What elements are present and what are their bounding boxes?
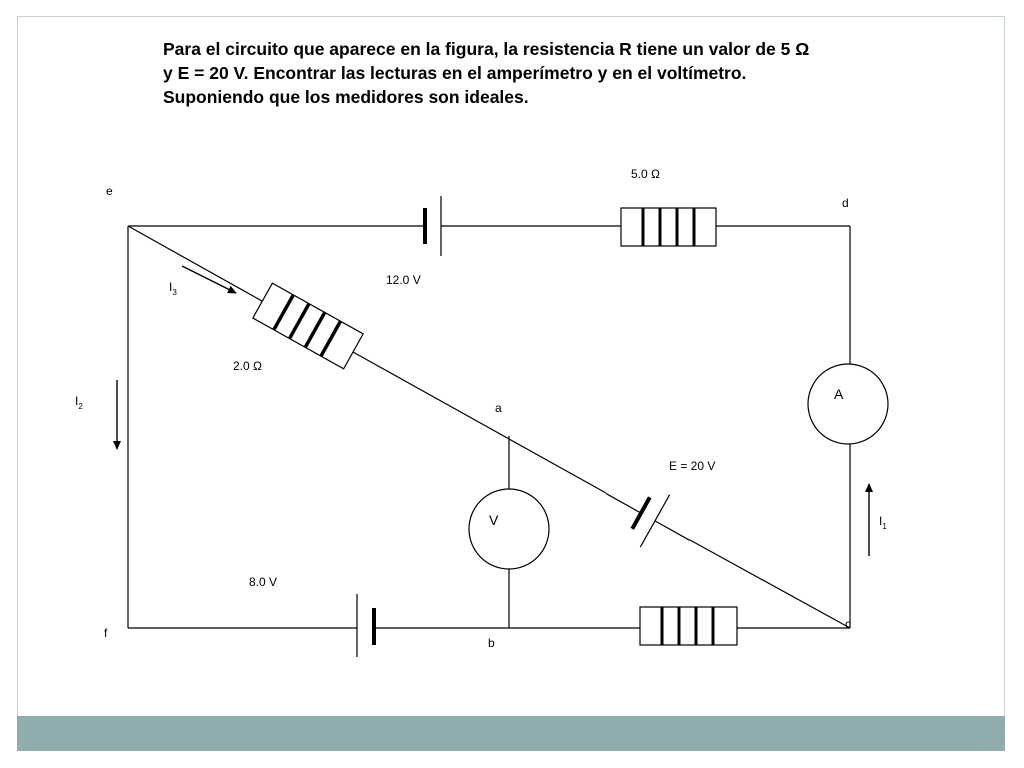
resistor-top — [620, 207, 717, 247]
label-resistor-diag: 2.0 Ω — [233, 359, 262, 373]
voltmeter-circle — [468, 488, 550, 570]
node-label-e: e — [106, 184, 113, 198]
ammeter-circle — [807, 363, 889, 445]
resistor-bottom-body — [639, 606, 738, 646]
resistor-diag — [252, 282, 364, 370]
battery-top — [423, 196, 442, 256]
footer-bar — [17, 716, 1005, 751]
current-arrows — [113, 265, 873, 556]
label-battery-top: 12.0 V — [386, 273, 421, 287]
current-label-i3: I3 — [169, 280, 177, 297]
current-label-i2: I2 — [75, 394, 83, 411]
resistor-diag-band-1 — [272, 294, 295, 331]
battery-diag-lead-right — [654, 520, 691, 541]
node-label-f: f — [104, 626, 108, 640]
wire-diag-3 — [689, 539, 851, 629]
battery-diag — [605, 493, 691, 548]
label-battery-bottom: 8.0 V — [249, 575, 277, 589]
node-label-a: a — [495, 401, 502, 415]
resistor-diag-band-4 — [319, 320, 342, 357]
wire-diag-1 — [127, 225, 263, 302]
ammeter: A — [807, 363, 889, 445]
resistor-bottom — [639, 606, 738, 646]
current-label-i2-sub: 2 — [78, 402, 83, 411]
battery-bottom — [322, 594, 416, 657]
battery-diag-short-plate — [630, 496, 652, 530]
node-label-c: c — [845, 617, 851, 631]
current-label-i1-base: I — [879, 514, 882, 528]
ammeter-label: A — [834, 386, 844, 402]
current-label-i1: I1 — [879, 514, 887, 531]
arrow-i3 — [181, 265, 237, 294]
current-label-i3-sub: 3 — [172, 288, 177, 297]
resistor-diag-band-2 — [287, 302, 311, 340]
current-label-i2-base: I — [75, 394, 78, 408]
node-label-d: d — [842, 196, 849, 210]
current-label-i1-sub: 1 — [882, 522, 887, 531]
wires — [127, 225, 851, 629]
battery-diag-lead-left — [605, 493, 642, 514]
label-battery-diag: E = 20 V — [669, 459, 715, 473]
resistor-diag-band-3 — [303, 311, 327, 349]
voltmeter: V — [468, 488, 550, 570]
wire-diag-2 — [352, 351, 607, 494]
current-label-i3-base: I — [169, 280, 172, 294]
resistor-top-body — [620, 207, 717, 247]
problem-statement: Para el circuito que aparece en la figur… — [163, 39, 810, 107]
resistor-diag-body — [252, 282, 364, 370]
node-label-b: b — [488, 636, 495, 650]
label-resistor-top: 5.0 Ω — [631, 167, 660, 181]
voltmeter-label: V — [489, 512, 499, 528]
